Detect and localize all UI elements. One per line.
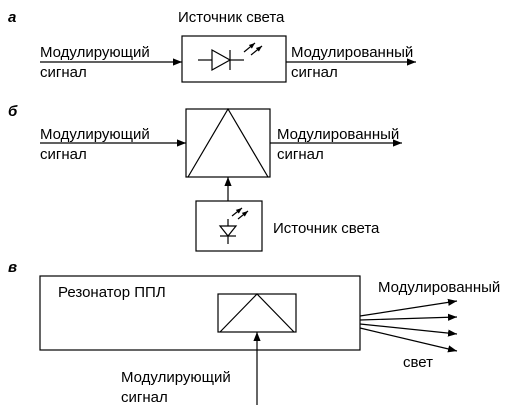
panel-a-light-source-box xyxy=(181,35,287,83)
panel-b-source-label: Источник света xyxy=(273,220,380,237)
panel-a-input-label-line2: сигнал xyxy=(40,64,87,81)
panel-c-tag: в xyxy=(8,259,17,276)
panel-a: а Источник света Модулирующий сигнал Мод… xyxy=(8,9,416,83)
panel-c-resonator-box xyxy=(39,275,361,351)
panel-c-output-label-line2: свет xyxy=(403,354,433,371)
panel-a-output-label-line1: Модулированный xyxy=(291,44,413,61)
led-icon xyxy=(218,207,249,244)
panel-a-output-label-line2: сигнал xyxy=(291,64,338,81)
panel-b-tag: б xyxy=(8,103,18,120)
panel-c-resonator-label: Резонатор ППЛ xyxy=(58,284,166,301)
panel-c-input-label-line1: Модулирующий xyxy=(121,369,231,386)
panel-c-modulator-box xyxy=(217,293,297,333)
led-icon xyxy=(198,42,263,72)
panel-b-output-label-line2: сигнал xyxy=(277,146,324,163)
panel-a-source-title: Источник света xyxy=(178,9,285,26)
panel-c: в Резонатор ППЛ Модулирующий сигнал Моду… xyxy=(8,259,500,406)
panel-c-output-beams xyxy=(359,298,458,353)
panel-b-input-label-line1: Модулирующий xyxy=(40,126,150,143)
panel-c-output-label-line1: Модулированный xyxy=(378,279,500,296)
panel-c-input-label-line2: сигнал xyxy=(121,389,168,406)
panel-b-modulator-box xyxy=(185,108,271,178)
panel-a-input-label-line1: Модулирующий xyxy=(40,44,150,61)
panel-a-tag: а xyxy=(8,9,16,26)
panel-b: б Модулирующий сигнал Модулированный сиг… xyxy=(8,103,402,252)
panel-c-modulator-prism xyxy=(219,293,295,333)
panel-b-input-label-line2: сигнал xyxy=(40,146,87,163)
panel-b-output-label-line1: Модулированный xyxy=(277,126,399,143)
panel-b-modulator-prism xyxy=(187,107,269,178)
